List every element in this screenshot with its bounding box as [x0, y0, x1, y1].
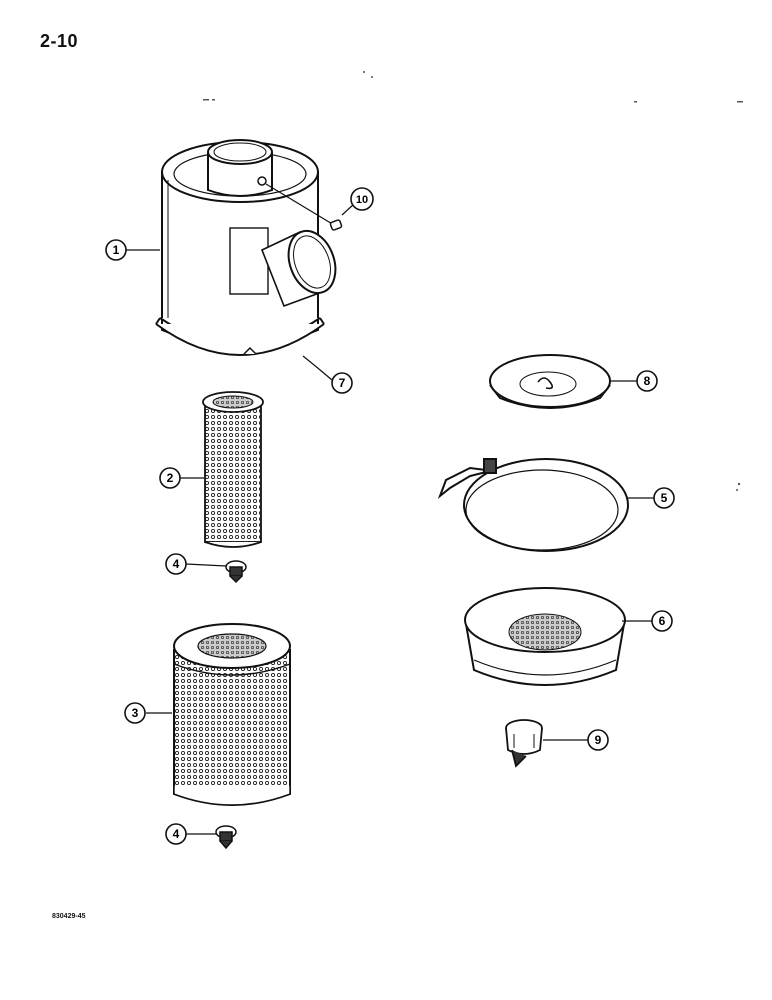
callout-label: 6 [659, 614, 666, 628]
callout-2: 2 [159, 467, 181, 489]
callout-label: 10 [356, 194, 368, 206]
evacuator-valve [505, 719, 543, 768]
callout-label: 4 [173, 557, 180, 571]
callout-label: 7 [339, 376, 346, 390]
clamp-band [437, 458, 629, 552]
callout-label: 5 [661, 491, 668, 505]
page-number: 2-10 [40, 31, 79, 51]
callout-4-upper: 4 [165, 553, 187, 575]
callout-9: 9 [587, 729, 609, 751]
callout-label: 9 [595, 733, 602, 747]
restriction-indicator-fitting [257, 176, 343, 231]
callout-label: 3 [132, 706, 139, 720]
dust-cup-cover [489, 354, 611, 409]
wing-nut-lower [215, 825, 237, 850]
dust-cup [464, 587, 626, 686]
callout-label: 8 [644, 374, 651, 388]
callout-6: 6 [651, 610, 673, 632]
callout-label: 1 [113, 243, 120, 257]
inner-filter-element [202, 391, 264, 548]
outer-filter-element [173, 623, 291, 806]
callout-8: 8 [636, 370, 658, 392]
callout-4-lower: 4 [165, 823, 187, 845]
callout-10: 10 [350, 187, 374, 211]
air-cleaner-housing [155, 139, 337, 356]
wing-nut-upper [225, 560, 247, 584]
leader-lines [126, 203, 654, 835]
figure-code: 830429-45 [52, 913, 86, 920]
callout-label: 2 [167, 471, 174, 485]
scan-specks [203, 71, 743, 491]
callout-label: 4 [173, 827, 180, 841]
callout-1: 1 [105, 239, 127, 261]
callout-3: 3 [124, 702, 146, 724]
callout-7: 7 [331, 372, 353, 394]
callout-5: 5 [653, 487, 675, 509]
